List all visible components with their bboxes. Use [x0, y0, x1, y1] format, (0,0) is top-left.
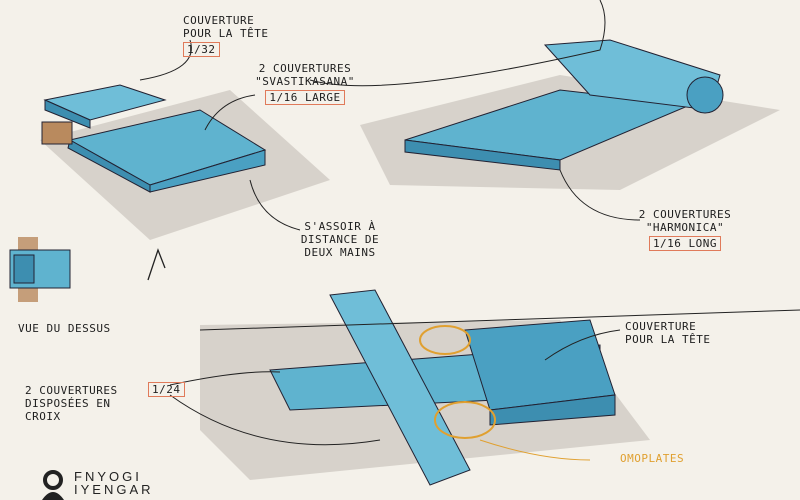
- fold-badge: 1/16 long: [648, 236, 722, 251]
- top-view-diagram: [9, 237, 166, 302]
- fold-badge: 1/32: [183, 42, 220, 57]
- label-head-blanket-top: Couverture pour la tête 1/32: [183, 14, 278, 57]
- label-cross: 2 couvertures disposées en croix: [25, 384, 118, 423]
- logo: FNYOGI IYENGAR: [40, 470, 154, 500]
- label-text: 2 couvertures "Svastikasana": [255, 62, 355, 88]
- setup-harmonica: [360, 39, 780, 190]
- fold-badge-cross: 1/24: [148, 382, 185, 397]
- label-top-view: Vue du dessus: [18, 322, 111, 335]
- label-head-blanket-bottom: Couverture pour la tête: [625, 320, 711, 346]
- logo-line2: IYENGAR: [74, 482, 154, 497]
- setup-svastikasana: [40, 84, 330, 240]
- label-svastikasana: 2 couvertures "Svastikasana" 1/16 large: [250, 62, 360, 105]
- label-shoulder-blades: Omoplates: [620, 452, 685, 465]
- label-harmonica: 2 couvertures "Harmonica" 1/16 long: [630, 208, 740, 251]
- setup-cross: [199, 289, 800, 486]
- label-text: 2 couvertures "Harmonica": [638, 208, 732, 234]
- logo-line1: FNYOGI: [74, 469, 142, 484]
- leader-lines: [139, 0, 641, 461]
- label-text: Couverture pour la tête: [183, 14, 269, 40]
- logo-person-icon: [42, 470, 64, 500]
- fold-badge: 1/16 large: [265, 90, 345, 105]
- label-sit-distance: S'assoir à distance de deux mains: [300, 220, 380, 259]
